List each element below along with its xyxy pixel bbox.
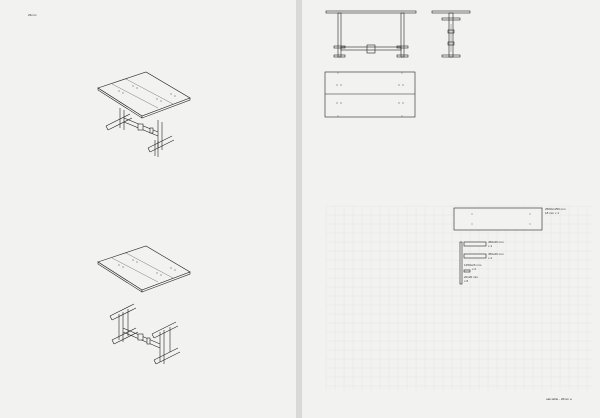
- part-1-label: 450x26 mm: [488, 240, 504, 244]
- left-page: 26mm: [0, 0, 296, 418]
- front-elevation-drawing: [325, 10, 417, 58]
- cutting-layout-drawing: [453, 207, 543, 285]
- side-elevation-drawing: [431, 10, 471, 58]
- part-2-qty: x 4: [488, 256, 493, 260]
- part-3-qty: x 2: [472, 267, 477, 271]
- cutting-sheet-label-2: 18 mm x 1: [545, 211, 560, 215]
- footer-label: oak table - 26mm a: [546, 397, 572, 401]
- part-2-label: 450x26 mm: [488, 252, 504, 256]
- part-3-label: 1250x26 mm: [464, 263, 482, 267]
- part-1-qty: x 4: [488, 244, 493, 248]
- part-4-label: 20x20 mm: [464, 275, 479, 279]
- plan-view-drawing: [324, 71, 416, 118]
- right-page: 2500x1250 mm 18 mm x 1 450x26 mm x 4 450…: [302, 0, 600, 418]
- exploded-table-drawing: [97, 245, 191, 365]
- part-4-qty: x 8: [464, 279, 469, 283]
- left-page-header-label: 26mm: [28, 13, 37, 17]
- cutting-grid: [325, 205, 592, 390]
- cutting-sheet-label-1: 2500x1250 mm: [545, 207, 566, 211]
- assembled-table-drawing: [97, 71, 191, 157]
